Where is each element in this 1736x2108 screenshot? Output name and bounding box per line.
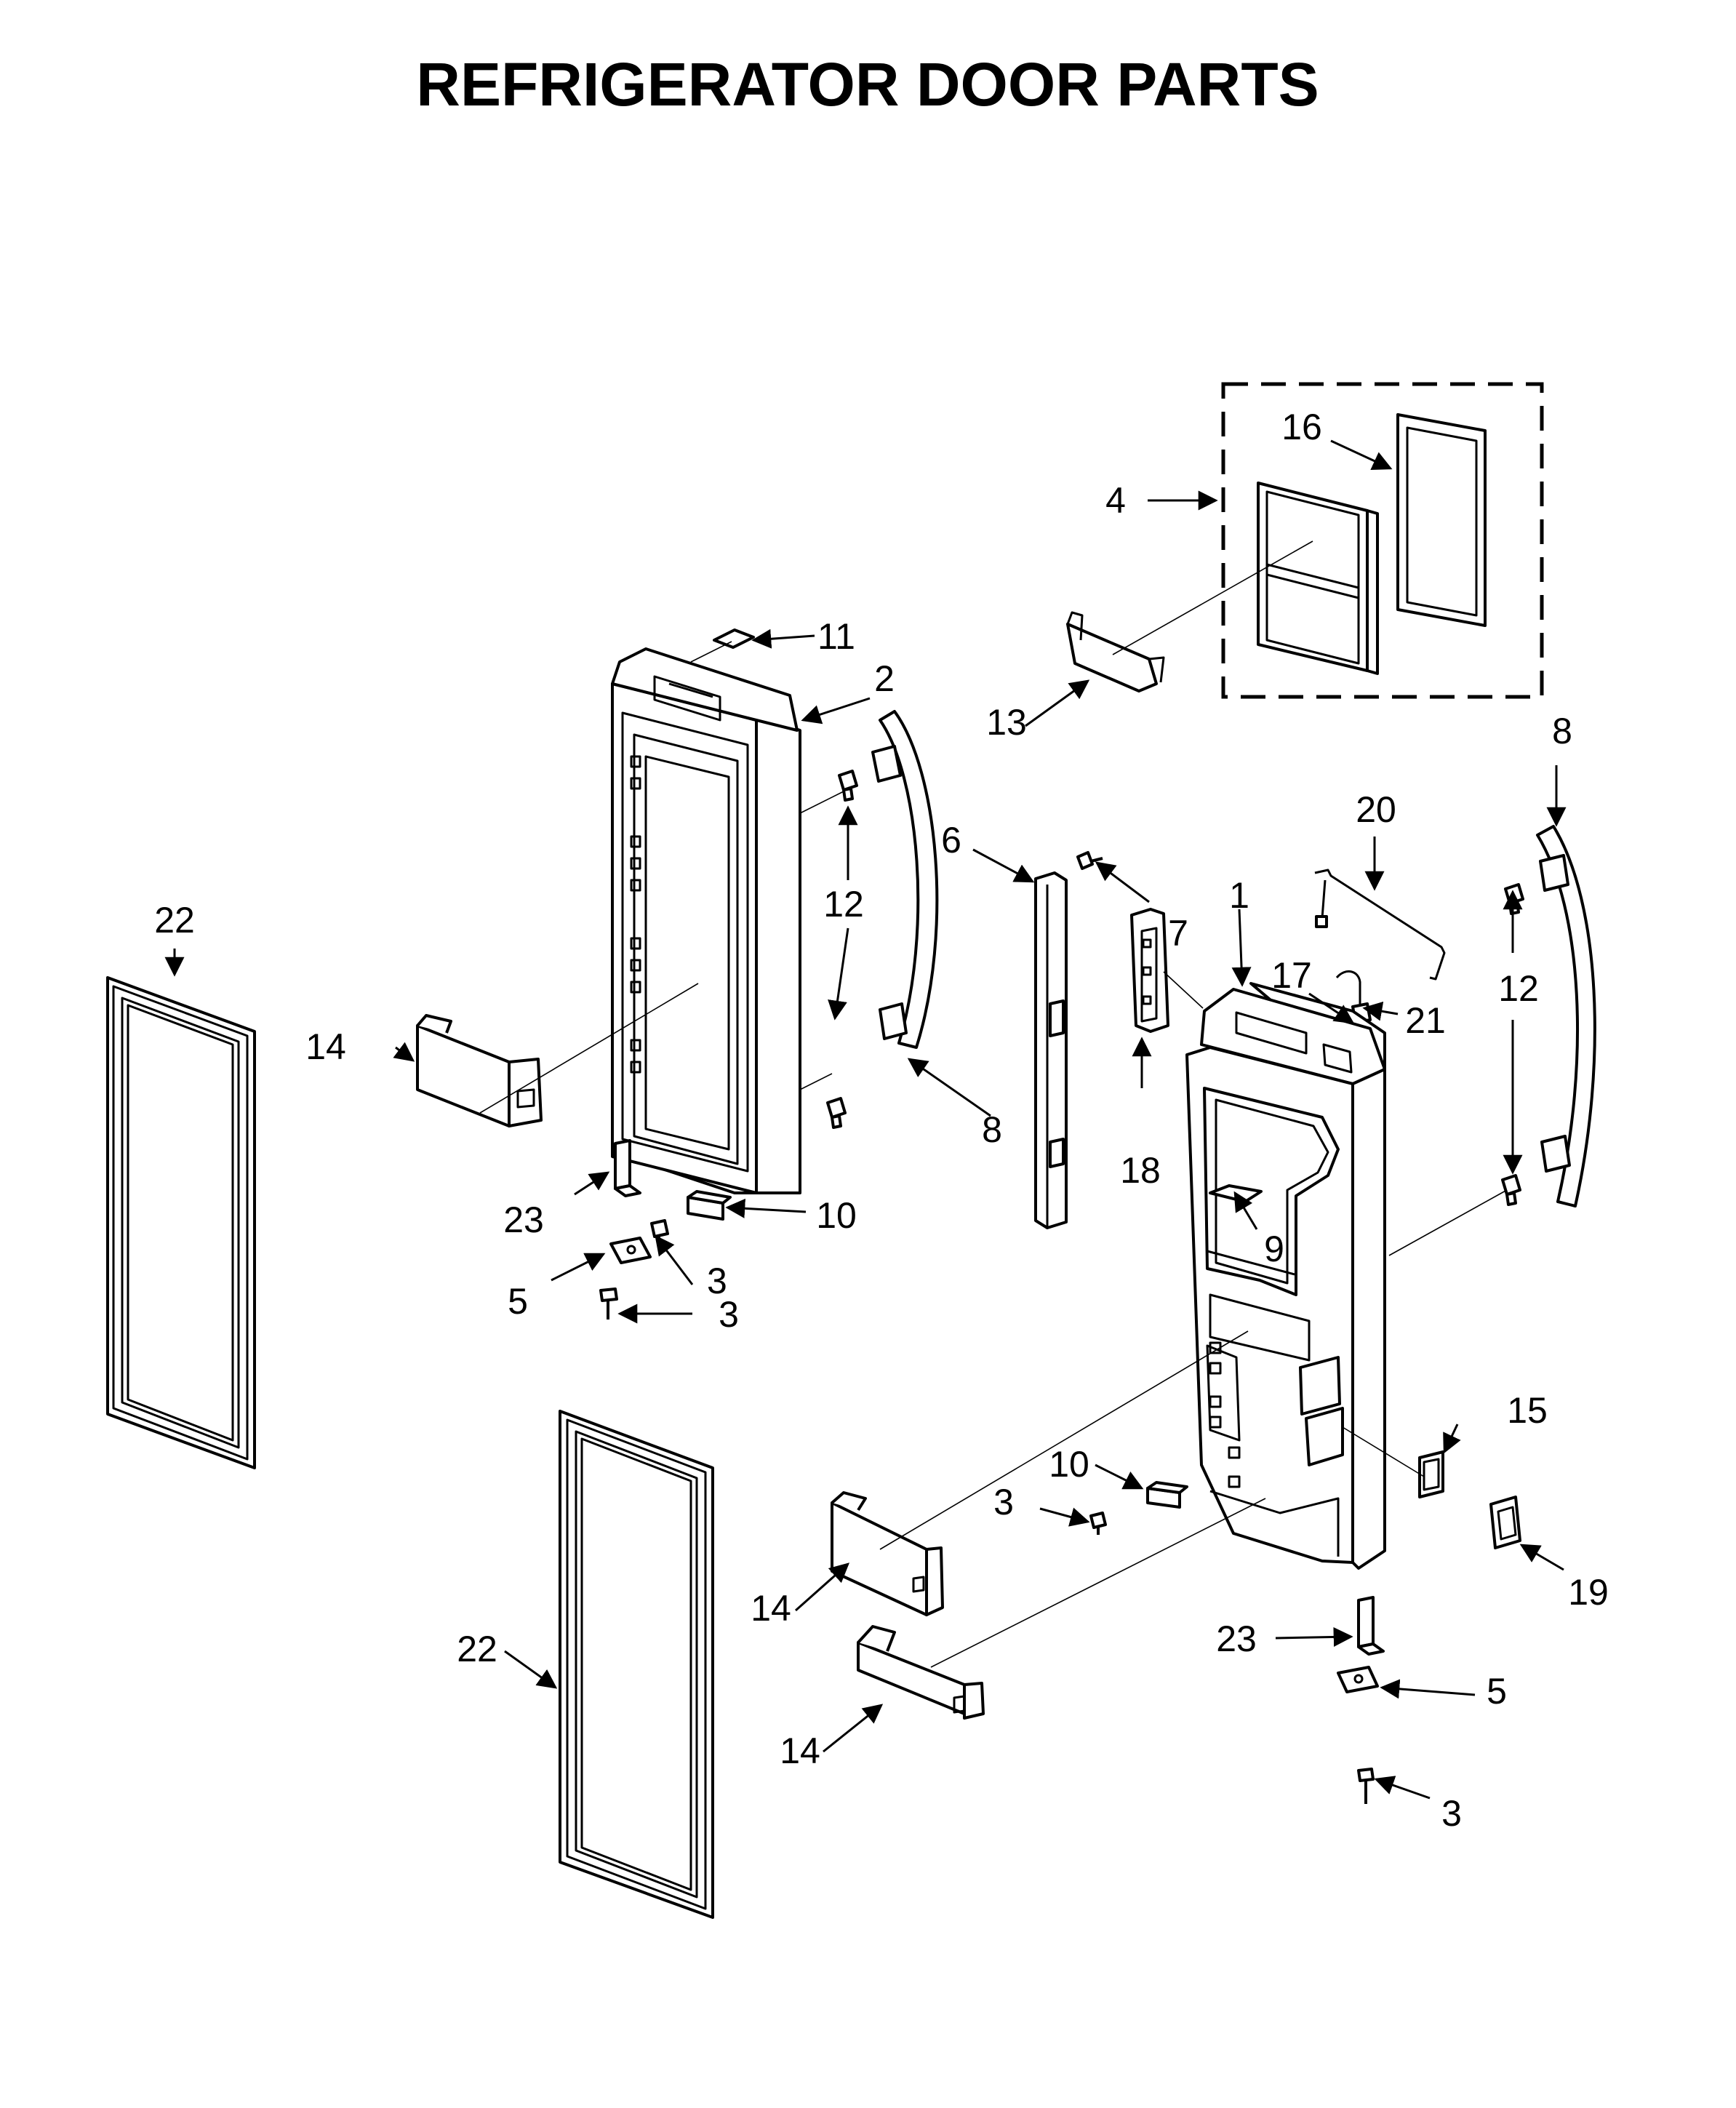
callout-4: 4 bbox=[1105, 480, 1126, 521]
callout-labels: 1 2 3 3 3 3 4 5 5 6 7 8 8 9 10 10 11 12 … bbox=[154, 407, 1609, 1834]
part-14-door-bin-lower bbox=[857, 1625, 985, 1720]
part-21-water-tube bbox=[1335, 970, 1361, 1004]
callout-20: 20 bbox=[1356, 789, 1396, 830]
callout-5: 5 bbox=[508, 1281, 528, 1322]
part-23-hinge-bushing-right bbox=[1357, 1596, 1385, 1656]
part-15-bezel bbox=[1418, 1450, 1444, 1498]
part-3-screw-left-lower bbox=[599, 1287, 618, 1320]
part-13-small-bin bbox=[1066, 611, 1165, 692]
callout-9: 9 bbox=[1264, 1229, 1284, 1269]
callout-19: 19 bbox=[1568, 1572, 1609, 1613]
callout-23: 23 bbox=[1216, 1618, 1257, 1659]
part-14-door-bin-center bbox=[831, 1491, 944, 1616]
part-12-handle-mount-left-upper bbox=[838, 770, 858, 802]
callout-8: 8 bbox=[1552, 711, 1572, 751]
kit-boundary-box bbox=[1221, 382, 1544, 699]
callout-1: 1 bbox=[1229, 875, 1249, 916]
callout-3: 3 bbox=[993, 1482, 1014, 1522]
callout-16: 16 bbox=[1281, 407, 1322, 447]
part-8-handle-right bbox=[1536, 825, 1596, 1207]
part-16-gasket bbox=[1396, 413, 1487, 627]
part-22-gasket-lower bbox=[559, 1410, 714, 1919]
callout-12: 12 bbox=[1498, 968, 1539, 1009]
part-1-right-door-assembly bbox=[1185, 982, 1386, 1570]
callout-8: 8 bbox=[982, 1109, 1002, 1150]
callout-12: 12 bbox=[823, 884, 864, 925]
leader-lines bbox=[164, 439, 1567, 1800]
part-19-paddle bbox=[1489, 1496, 1521, 1549]
callout-13: 13 bbox=[986, 702, 1027, 743]
part-3-screw-right-lower bbox=[1357, 1768, 1375, 1804]
callout-14: 14 bbox=[780, 1730, 820, 1771]
callout-11: 11 bbox=[817, 616, 855, 657]
part-10-door-closer-left bbox=[687, 1190, 732, 1221]
part-4-cover-assembly bbox=[1257, 482, 1379, 675]
callout-17: 17 bbox=[1271, 955, 1312, 996]
callout-3: 3 bbox=[719, 1294, 739, 1335]
part-2-left-door-assembly bbox=[611, 647, 801, 1194]
part-23-hinge-bushing-left bbox=[614, 1139, 641, 1197]
callout-15: 15 bbox=[1507, 1390, 1548, 1431]
part-12-handle-mount-right-upper bbox=[1504, 883, 1524, 915]
part-11-small-seal bbox=[713, 628, 755, 649]
part-8-handle-left bbox=[871, 710, 939, 1049]
callout-22: 22 bbox=[457, 1629, 497, 1669]
callout-3: 3 bbox=[1441, 1793, 1462, 1834]
part-10-door-closer-right bbox=[1146, 1481, 1188, 1509]
callout-14: 14 bbox=[751, 1588, 791, 1629]
part-5-hinge-bracket-left bbox=[609, 1237, 652, 1264]
part-12-handle-mount-left-lower bbox=[826, 1097, 847, 1129]
callout-10: 10 bbox=[816, 1195, 857, 1236]
callout-18: 18 bbox=[1120, 1150, 1161, 1191]
part-18-dispenser-control bbox=[1130, 908, 1169, 1033]
part-20-wire-harness bbox=[1314, 869, 1446, 981]
part-12-handle-mount-right-lower bbox=[1501, 1174, 1521, 1206]
callout-3: 3 bbox=[707, 1261, 727, 1301]
callout-10: 10 bbox=[1049, 1444, 1089, 1485]
callout-14: 14 bbox=[305, 1026, 346, 1067]
part-7-screw bbox=[1076, 851, 1103, 870]
part-6-mullion-strip bbox=[1034, 871, 1068, 1229]
callout-7: 7 bbox=[1168, 913, 1188, 954]
callout-6: 6 bbox=[941, 820, 961, 861]
callout-23: 23 bbox=[503, 1199, 544, 1240]
part-3-screw-right-upper bbox=[1089, 1512, 1107, 1535]
callout-5: 5 bbox=[1487, 1671, 1507, 1712]
callout-22: 22 bbox=[154, 900, 195, 941]
part-22-gasket-upper bbox=[106, 976, 256, 1469]
part-5-hinge-bracket-right bbox=[1337, 1666, 1379, 1693]
part-14-door-bin-left bbox=[416, 1014, 543, 1127]
callout-21: 21 bbox=[1405, 1000, 1446, 1041]
page-title: REFRIGERATOR DOOR PARTS bbox=[416, 50, 1319, 119]
callout-2: 2 bbox=[874, 658, 895, 699]
